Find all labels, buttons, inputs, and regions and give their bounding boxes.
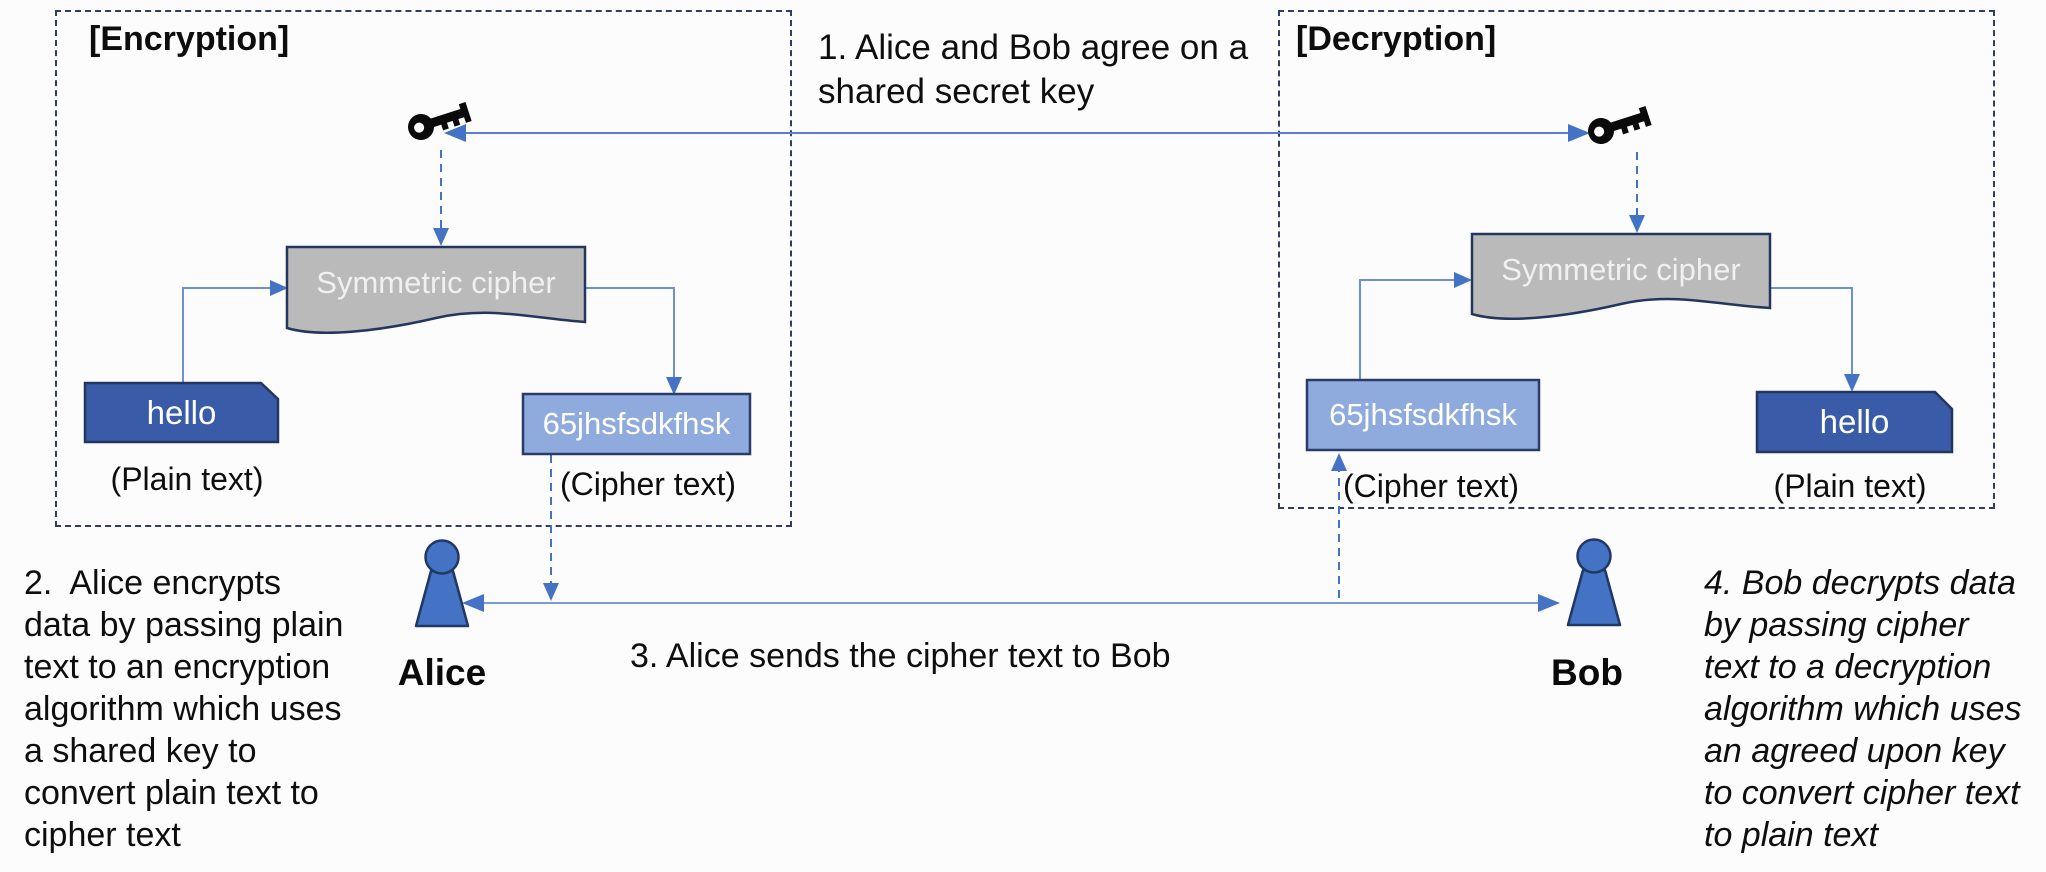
encryption-panel [55,10,792,527]
symmetric-cipher-shape-right [1470,232,1772,320]
plaintext-value-right: hello [1819,403,1890,440]
plaintext-to-cipher-connector [182,280,288,383]
alice-person-icon [414,539,470,628]
plaintext-value-left: hello [146,393,217,431]
decryption-panel-title: [Decryption] [1296,20,1497,58]
plaintext-box-right [1755,390,1954,454]
ciphertext-box-left [521,392,752,456]
send-ciphertext-arrow [462,594,1560,612]
bob-person-icon [1566,538,1622,627]
symmetric-cipher-shape-left [285,245,587,334]
ciphertext-caption-right: (Cipher text) [1342,468,1520,504]
ciphertext-up-arrow [1331,453,1347,598]
symmetric-cipher-label-left: Symmetric cipher [316,265,556,300]
ciphertext-value-right: 65jhsfsdkfhsk [1329,397,1517,432]
key-to-cipher-arrow-left [433,150,449,246]
step4-annotation: 4. Bob decrypts data by passing cipher t… [1704,564,2022,854]
cipher-to-plaintext-connector [1770,287,1860,392]
ciphertext-down-arrow [543,455,559,601]
alice-label: Alice [397,652,487,693]
decryption-panel [1278,10,1995,509]
ciphertext-to-cipher-connector [1359,272,1472,380]
ciphertext-value-left: 65jhsfsdkfhsk [542,406,731,441]
plaintext-box-left [83,381,280,444]
key-to-cipher-arrow-right [1629,152,1645,233]
symmetric-cipher-label-right: Symmetric cipher [1501,252,1741,287]
plaintext-caption-left: (Plain text) [110,461,264,497]
ciphertext-box-right [1305,378,1541,452]
step2-annotation: 2. Alice encrypts data by passing plain … [24,564,344,854]
key-icon [1584,103,1653,148]
key-exchange-arrow [444,124,1590,142]
step1-annotation: 1. Alice and Bob agree on a shared secre… [818,28,1249,111]
bob-label: Bob [1551,652,1623,693]
step3-annotation: 3. Alice sends the cipher text to Bob [630,637,1171,675]
ciphertext-caption-left: (Cipher text) [559,466,737,502]
plaintext-caption-right: (Plain text) [1773,468,1927,504]
encryption-panel-title: [Encryption] [89,20,290,58]
cipher-to-ciphertext-connector [585,287,682,395]
